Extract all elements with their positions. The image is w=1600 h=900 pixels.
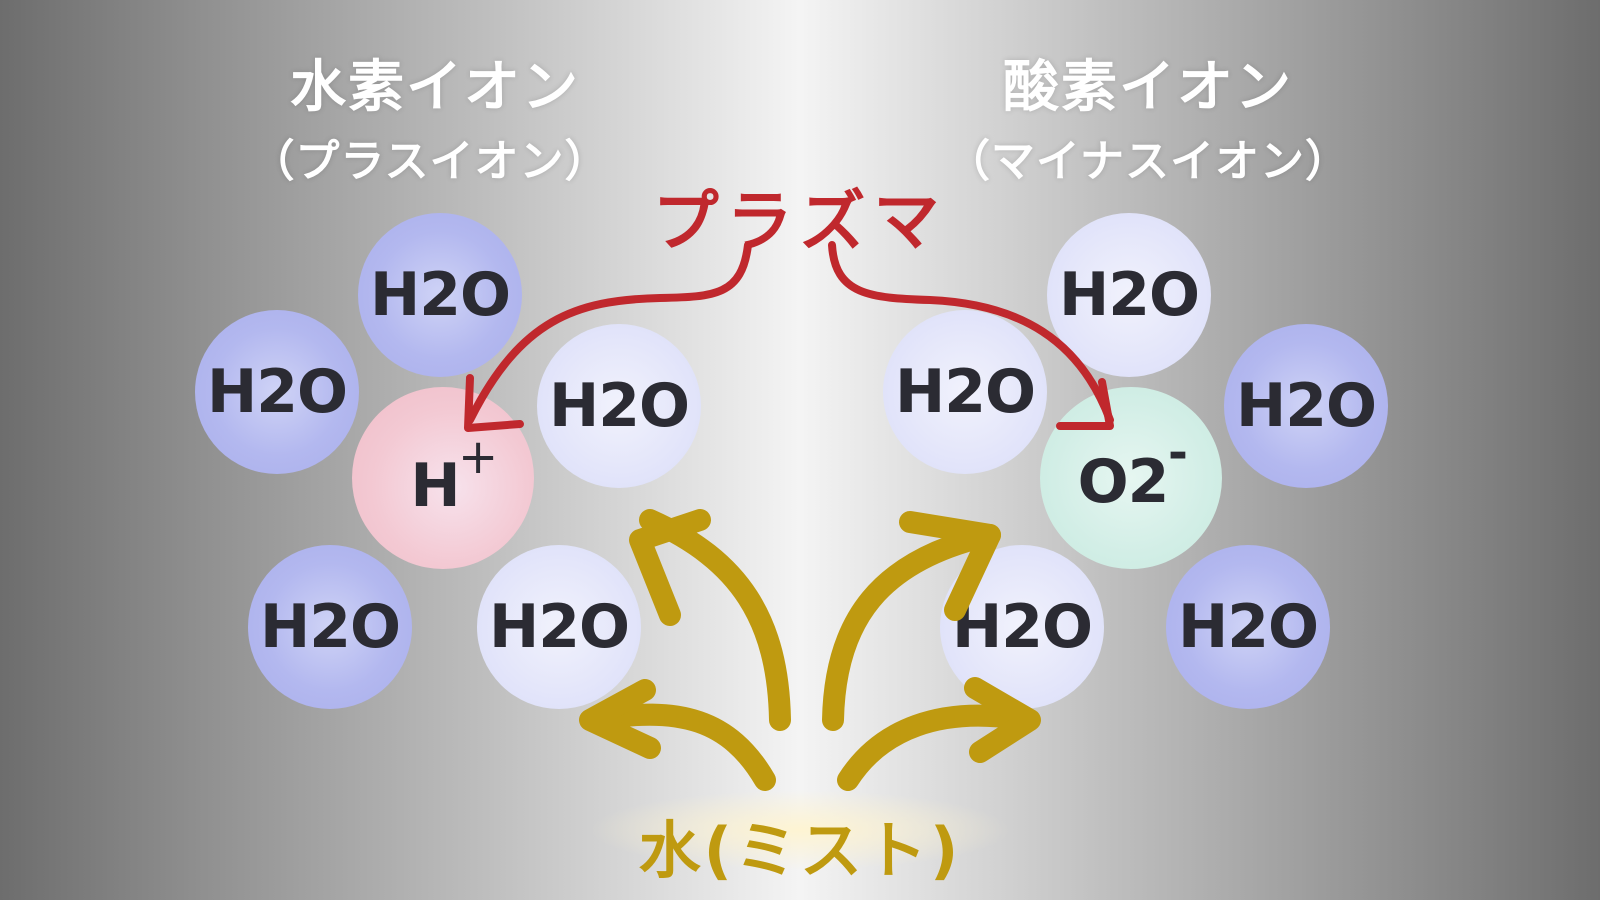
mist-arrow-right-up	[822, 524, 1001, 731]
mist-label: 水(ミスト)	[638, 814, 962, 887]
water-molecule: H2O	[537, 324, 701, 488]
mist-arrow-left-side-head	[579, 679, 661, 759]
hydrogen-ion-charge: +	[458, 429, 498, 485]
mist-glow	[590, 790, 1010, 870]
hydrogen-ion-molecule: H +	[352, 387, 534, 569]
plasma-arrow-right-head	[1056, 378, 1114, 430]
water-molecule: H2O	[1224, 324, 1388, 488]
oxygen-ion-molecule: O2 -	[1040, 387, 1222, 569]
water-molecule: H2O	[248, 545, 412, 709]
mist-arrow-left-up-head	[629, 509, 711, 626]
mist-arrow-right-up-head	[899, 511, 1001, 621]
water-molecule: H2O	[195, 310, 359, 474]
oxygen-ion-symbol: O2	[1077, 447, 1170, 517]
plus-ion-subtitle: （プラスイオン）	[250, 136, 610, 187]
hydrogen-ion-title: 水素イオン	[290, 55, 580, 120]
mist-arrow-left-side	[584, 703, 776, 791]
plasma-label: プラズマ	[652, 183, 948, 260]
water-molecule: H2O	[883, 310, 1047, 474]
hydrogen-ion-symbol: H	[410, 451, 460, 521]
mist-arrow-right-side-head	[964, 677, 1041, 763]
oxygen-ion-title: 酸素イオン	[1003, 55, 1293, 120]
mist-arrow-right-side	[837, 704, 1036, 791]
water-molecule: H2O	[1166, 545, 1330, 709]
plasma-arrow-left-head	[464, 374, 524, 432]
plasma-arrow-left	[466, 241, 752, 424]
water-molecule: H2O	[1047, 213, 1211, 377]
water-molecule: H2O	[358, 213, 522, 377]
minus-ion-subtitle: （マイナスイオン）	[945, 136, 1351, 187]
plasma-arrow-right	[828, 241, 1114, 424]
water-molecule: H2O	[477, 545, 641, 709]
oxygen-ion-charge: -	[1168, 425, 1188, 481]
